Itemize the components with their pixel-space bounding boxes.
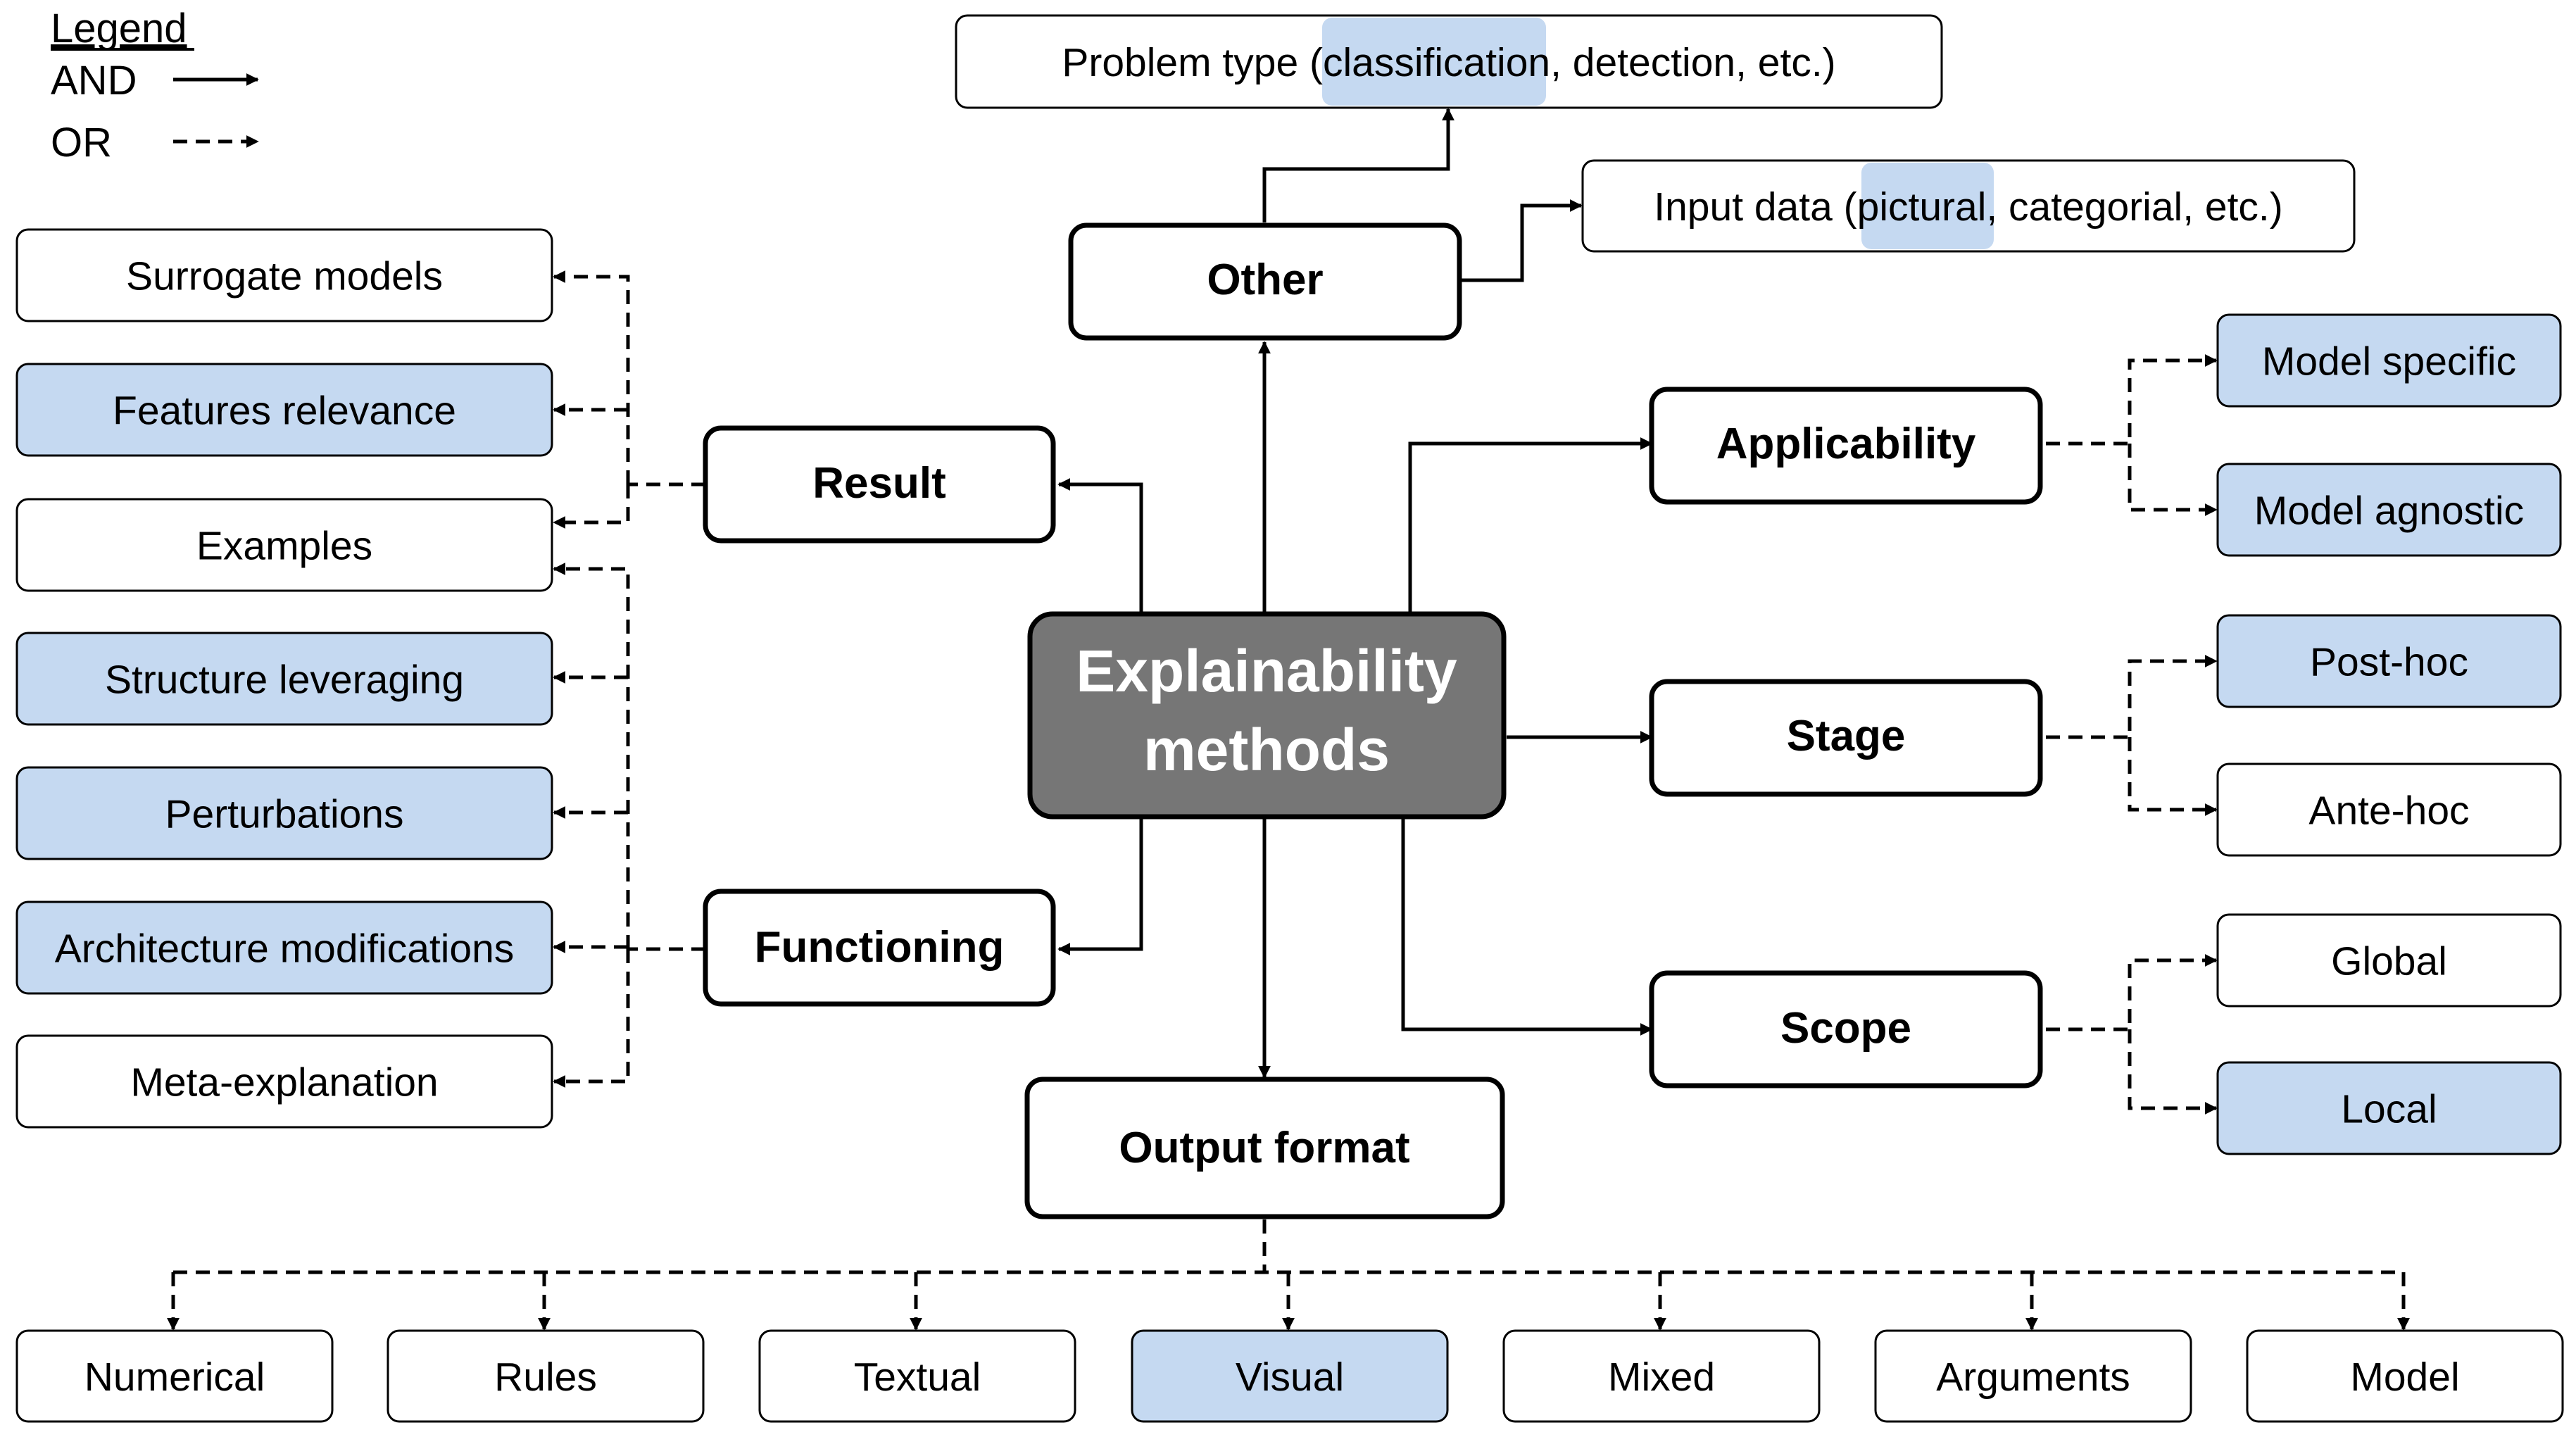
functioning-to-examples-connector — [553, 563, 630, 949]
global-box: Global — [2216, 913, 2562, 1008]
structure-leveraging-label: Structure leveraging — [105, 658, 464, 703]
output-format-items: Numerical Rules Textual Visual Mixed Argument… — [15, 1329, 2564, 1423]
center-title-line1: Explainability — [1076, 638, 1457, 704]
stage-to-antehoc-connector — [2128, 737, 2218, 816]
visual-label: Visual — [1236, 1355, 1344, 1400]
result-box: Result — [703, 425, 1056, 544]
legend-and-label: AND — [51, 58, 137, 103]
center-node: Explainability methods — [1027, 611, 1507, 820]
numerical-box: Numerical — [15, 1329, 334, 1423]
other-to-input-data-connector — [1461, 199, 1583, 282]
scope-label: Scope — [1780, 1004, 1911, 1053]
other-label: Other — [1207, 256, 1323, 304]
surrogate-models-box: Surrogate models — [15, 228, 553, 322]
result-label: Result — [812, 459, 945, 508]
input-data-text: Input data (pictural, categorial, etc.) — [1654, 184, 2282, 230]
legend: Legend AND OR — [51, 6, 194, 165]
global-label: Global — [2331, 939, 2447, 984]
local-box: Local — [2216, 1061, 2562, 1155]
perturbations-box: Perturbations — [15, 766, 553, 860]
problem-type-box: Problem type (classification, detection,… — [955, 14, 1943, 109]
result-to-examples-connector — [553, 484, 630, 529]
functioning-label: Functioning — [755, 923, 1005, 972]
local-label: Local — [2341, 1087, 2437, 1132]
post-hoc-label: Post-hoc — [2310, 640, 2468, 685]
surrogate-models-label: Surrogate models — [126, 254, 443, 299]
model-specific-label: Model specific — [2262, 339, 2516, 384]
problem-type-highlight — [1322, 18, 1546, 106]
visual-box: Visual — [1131, 1329, 1449, 1423]
model-specific-box: Model specific — [2216, 313, 2562, 408]
stage-to-posthoc-connector — [2046, 655, 2218, 739]
numerical-label: Numerical — [84, 1355, 265, 1400]
output-format-label: Output format — [1119, 1124, 1409, 1172]
stage-box: Stage — [1649, 679, 2043, 797]
examples-label: Examples — [196, 524, 372, 569]
features-relevance-label: Features relevance — [113, 389, 456, 434]
applicability-to-agnostic-connector — [2128, 444, 2218, 516]
stage-label: Stage — [1787, 712, 1906, 760]
center-to-functioning-connector — [1057, 818, 1143, 955]
examples-box: Examples — [15, 498, 553, 592]
perturbations-label: Perturbations — [165, 792, 403, 837]
textual-label: Textual — [854, 1355, 981, 1400]
scope-to-global-connector — [2046, 954, 2218, 1031]
center-to-applicability-connector — [1408, 437, 1653, 614]
architecture-modifications-box: Architecture modifications — [15, 901, 553, 995]
functioning-to-meta-connector — [553, 949, 630, 1088]
meta-explanation-label: Meta-explanation — [130, 1060, 438, 1105]
scope-box: Scope — [1649, 970, 2043, 1088]
center-to-result-connector — [1057, 478, 1143, 614]
applicability-box: Applicability — [1649, 387, 2043, 505]
other-to-problem-type-connector — [1262, 108, 1455, 222]
structure-leveraging-box: Structure leveraging — [15, 632, 553, 726]
other-box: Other — [1068, 222, 1462, 341]
result-to-surrogate-connector — [553, 270, 630, 484]
rules-label: Rules — [494, 1355, 597, 1400]
model-agnostic-box: Model agnostic — [2216, 463, 2562, 557]
model-agnostic-label: Model agnostic — [2254, 489, 2524, 534]
input-data-highlight — [1861, 163, 1994, 249]
ante-hoc-box: Ante-hoc — [2216, 763, 2562, 857]
model-box: Model — [2246, 1329, 2564, 1423]
output-format-box: Output format — [1024, 1077, 1505, 1219]
scope-to-local-connector — [2128, 1029, 2218, 1115]
textual-box: Textual — [758, 1329, 1076, 1423]
post-hoc-box: Post-hoc — [2216, 614, 2562, 708]
applicability-label: Applicability — [1716, 420, 1976, 468]
meta-explanation-box: Meta-explanation — [15, 1034, 553, 1129]
mixed-label: Mixed — [1608, 1355, 1715, 1400]
problem-type-text: Problem type (classification, detection,… — [1062, 40, 1835, 85]
arguments-label: Arguments — [1936, 1355, 2130, 1400]
legend-title: Legend — [51, 6, 187, 51]
arguments-box: Arguments — [1874, 1329, 2192, 1423]
center-to-scope-connector — [1401, 818, 1653, 1036]
architecture-modifications-label: Architecture modifications — [55, 927, 515, 972]
mixed-box: Mixed — [1502, 1329, 1821, 1423]
functioning-box: Functioning — [703, 889, 1056, 1007]
ante-hoc-label: Ante-hoc — [2308, 789, 2469, 834]
rules-box: Rules — [387, 1329, 705, 1423]
model-label: Model — [2350, 1355, 2459, 1400]
features-relevance-box: Features relevance — [15, 363, 553, 457]
applicability-to-specific-connector — [2046, 354, 2218, 446]
center-title-line2: methods — [1143, 717, 1390, 783]
legend-or-label: OR — [51, 120, 112, 165]
input-data-box: Input data (pictural, categorial, etc.) — [1581, 159, 2356, 253]
